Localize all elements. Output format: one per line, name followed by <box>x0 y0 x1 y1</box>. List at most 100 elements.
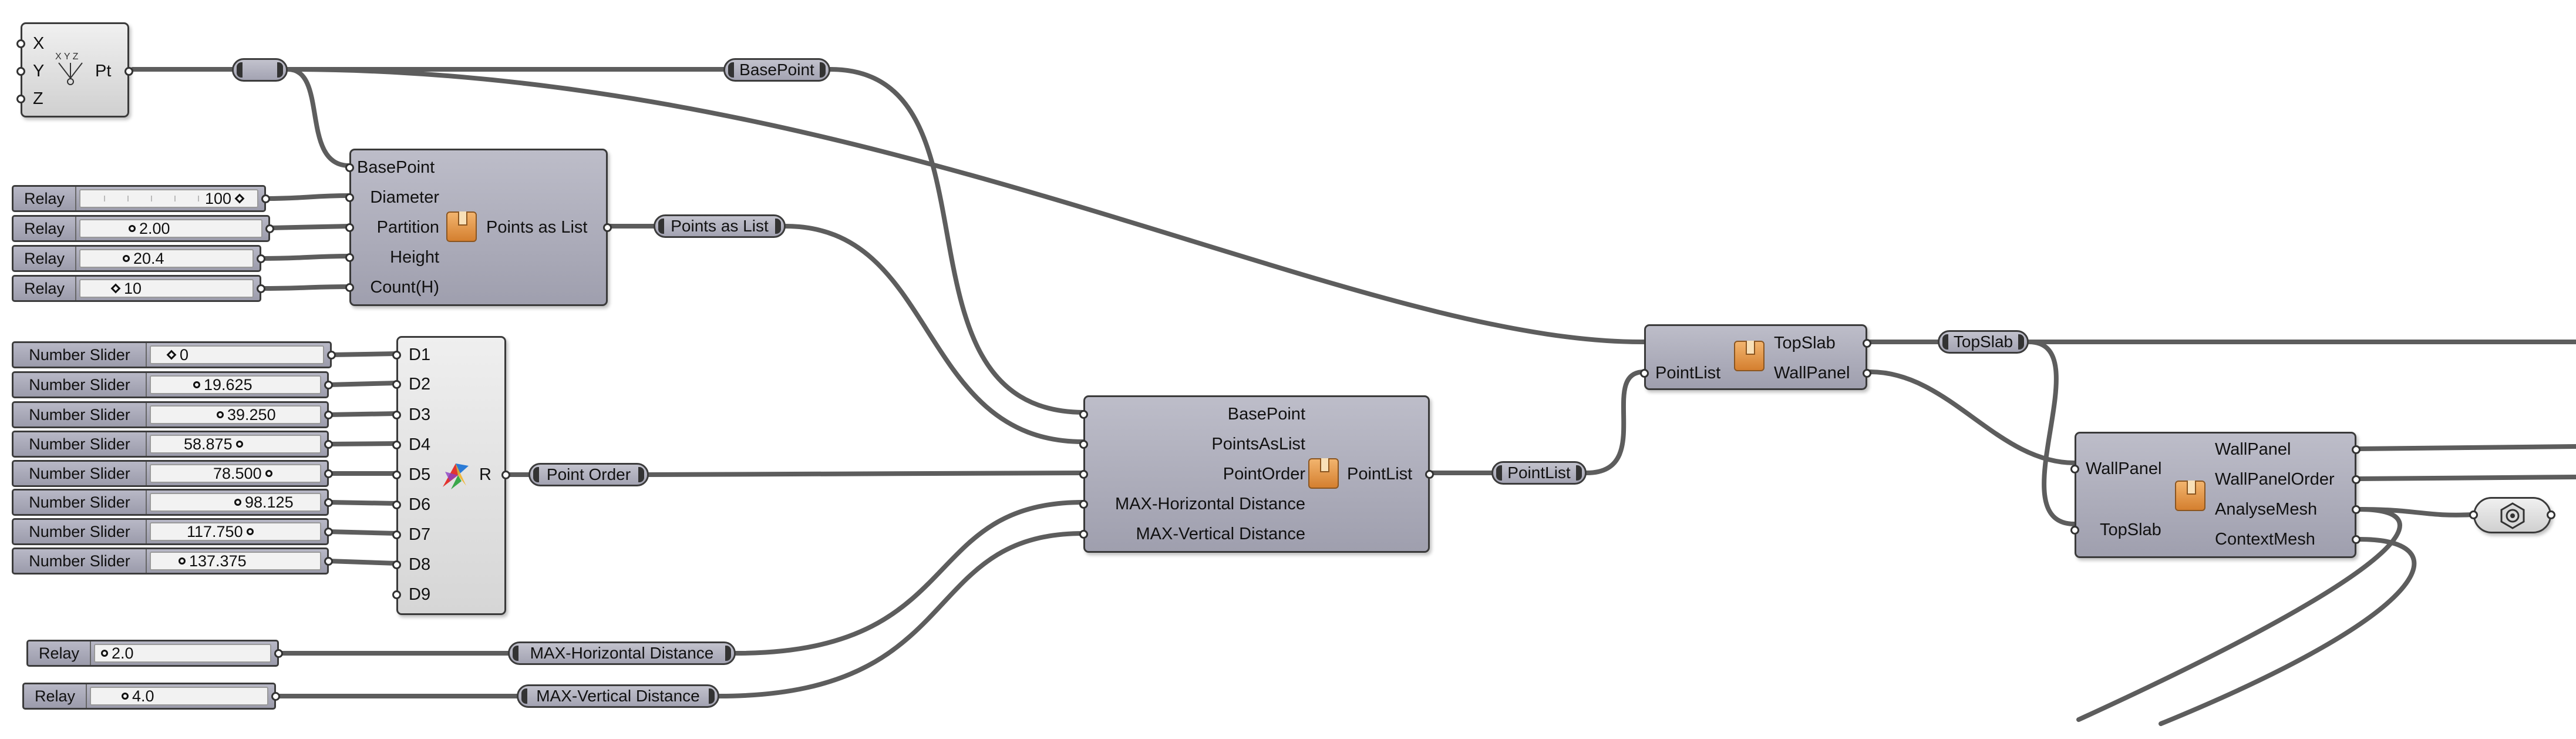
slider-grip-icon[interactable] <box>265 470 272 477</box>
output-port-pt[interactable] <box>124 67 133 76</box>
slab-cluster-component[interactable]: PointList TopSlab WallPanel <box>1640 324 1871 390</box>
output-port[interactable] <box>324 440 333 449</box>
wire-basepoint-order[interactable] <box>828 67 1086 415</box>
output-port-wallpanelorder[interactable] <box>2352 475 2361 484</box>
slider-grip-icon[interactable] <box>246 528 254 535</box>
output-port-r[interactable] <box>501 471 510 479</box>
point-order-cluster-component[interactable]: BasePoint PointsAsList PointOrder MAX-Ho… <box>1079 395 1434 553</box>
slider-track[interactable] <box>150 345 324 364</box>
base-cluster-component[interactable]: BasePoint Diameter Partition Height Coun… <box>345 149 612 306</box>
output-port[interactable] <box>274 649 283 658</box>
wire-panel-down1[interactable] <box>2076 507 2402 722</box>
input-port-d8[interactable] <box>392 560 401 569</box>
wire-pointsaslist-order[interactable] <box>783 224 1086 444</box>
input-port-height[interactable] <box>345 253 354 262</box>
relay-track[interactable] <box>79 279 254 298</box>
input-port-pointlist[interactable] <box>1640 369 1649 378</box>
input-port-wallpanel[interactable] <box>2070 465 2079 473</box>
wire-panel-out1[interactable] <box>2357 444 2576 451</box>
wire-maxh-order[interactable] <box>733 500 1086 656</box>
wire-slider-d7[interactable] <box>326 529 399 536</box>
number-slider-d3[interactable]: Number Slider 39.250 <box>12 401 333 428</box>
relay-track[interactable] <box>94 644 271 663</box>
relay-height[interactable]: Relay 20.4 <box>12 245 265 272</box>
wire-pointorder-order[interactable] <box>646 471 1086 477</box>
construct-point-component[interactable]: X Y Z X Y Z Pt <box>16 22 133 117</box>
number-slider-d8[interactable]: Number Slider 137.375 <box>12 547 333 575</box>
wire-panel-out2[interactable] <box>2357 475 2576 481</box>
output-port[interactable] <box>265 224 274 233</box>
wire-relay2[interactable] <box>268 224 352 230</box>
input-port-d3[interactable] <box>392 411 401 419</box>
max-horizontal-label[interactable]: MAX-Horizontal Distance <box>508 641 736 665</box>
input-port-d9[interactable] <box>392 590 401 599</box>
slider-track[interactable] <box>150 493 321 512</box>
points-as-list-label[interactable]: Points as List <box>654 214 786 238</box>
wire-to-slab[interactable] <box>285 67 1646 345</box>
input-port-max-horizontal[interactable] <box>1079 500 1088 509</box>
wire-slider-d6[interactable] <box>326 500 399 506</box>
slider-grip-icon[interactable] <box>129 225 136 232</box>
relay-track[interactable] <box>90 687 268 706</box>
output-port-mesh[interactable] <box>2547 510 2555 519</box>
output-port[interactable] <box>324 411 333 419</box>
relay-pill[interactable] <box>232 58 288 82</box>
slider-grip-icon[interactable] <box>101 650 108 657</box>
wire-relay1[interactable] <box>264 193 352 201</box>
output-port-wallpanel[interactable] <box>1863 369 1871 378</box>
input-port-diameter[interactable] <box>345 193 354 202</box>
basepoint-label[interactable]: BasePoint <box>723 58 830 82</box>
output-port-analysemesh[interactable] <box>2352 505 2361 514</box>
wire-pointlist-slab[interactable] <box>1584 370 1646 475</box>
output-port-pointlist[interactable] <box>1425 470 1434 479</box>
output-port-topslab[interactable] <box>1863 339 1871 348</box>
slider-track[interactable] <box>150 375 321 394</box>
slider-grip-icon[interactable] <box>179 557 186 565</box>
input-port-y[interactable] <box>16 67 25 76</box>
input-port-z[interactable] <box>16 95 25 103</box>
output-port[interactable] <box>257 284 265 293</box>
point-order-label[interactable]: Point Order <box>528 463 649 486</box>
wire-relay4[interactable] <box>259 284 352 291</box>
relay-max-vertical[interactable]: Relay 4.0 <box>22 683 280 710</box>
number-slider-d4[interactable]: Number Slider 58.875 <box>12 431 333 458</box>
wire-maxv-order[interactable] <box>717 531 1086 698</box>
input-port-x[interactable] <box>16 39 25 48</box>
mesh-preview-component[interactable] <box>2469 497 2555 533</box>
number-slider-d1[interactable]: Number Slider 0 <box>12 341 336 368</box>
relay-partition[interactable]: Relay 2.00 <box>12 215 274 242</box>
input-port-d1[interactable] <box>392 351 401 360</box>
wire-wallpanel-panel[interactable] <box>1868 370 2077 465</box>
relay-track[interactable] <box>79 249 254 268</box>
input-port-d4[interactable] <box>392 441 401 449</box>
number-slider-d5[interactable]: Number Slider 78.500 <box>12 460 333 487</box>
wire-slider-d3[interactable] <box>326 411 399 417</box>
input-port-d5[interactable] <box>392 471 401 479</box>
slider-grip-icon[interactable] <box>234 499 241 506</box>
relay-track[interactable] <box>79 189 258 208</box>
output-port-wallpanel[interactable] <box>2352 445 2361 454</box>
slider-track[interactable] <box>150 464 321 483</box>
input-port-pointsaslist[interactable] <box>1079 440 1088 449</box>
number-slider-d2[interactable]: Number Slider 19.625 <box>12 371 333 398</box>
input-port-basepoint[interactable] <box>345 163 354 172</box>
number-slider-d6[interactable]: Number Slider 98.125 <box>12 489 333 516</box>
input-port-basepoint[interactable] <box>1079 410 1088 419</box>
input-port-mesh[interactable] <box>2469 510 2478 519</box>
max-vertical-label[interactable]: MAX-Vertical Distance <box>517 684 719 708</box>
wire-relay3[interactable] <box>259 254 352 261</box>
input-port-partition[interactable] <box>345 223 354 232</box>
slider-grip-icon[interactable] <box>217 411 224 418</box>
slider-track[interactable] <box>150 405 321 424</box>
input-port-d2[interactable] <box>392 380 401 389</box>
output-port[interactable] <box>324 498 333 507</box>
slider-grip-icon[interactable] <box>122 693 129 700</box>
output-port[interactable] <box>271 692 280 701</box>
pointlist-label[interactable]: PointList <box>1491 461 1587 485</box>
input-port-topslab[interactable] <box>2070 526 2079 535</box>
slider-track[interactable] <box>150 435 321 454</box>
slider-grip-icon[interactable] <box>235 441 243 448</box>
input-port-d7[interactable] <box>392 530 401 539</box>
output-port[interactable] <box>327 351 336 360</box>
